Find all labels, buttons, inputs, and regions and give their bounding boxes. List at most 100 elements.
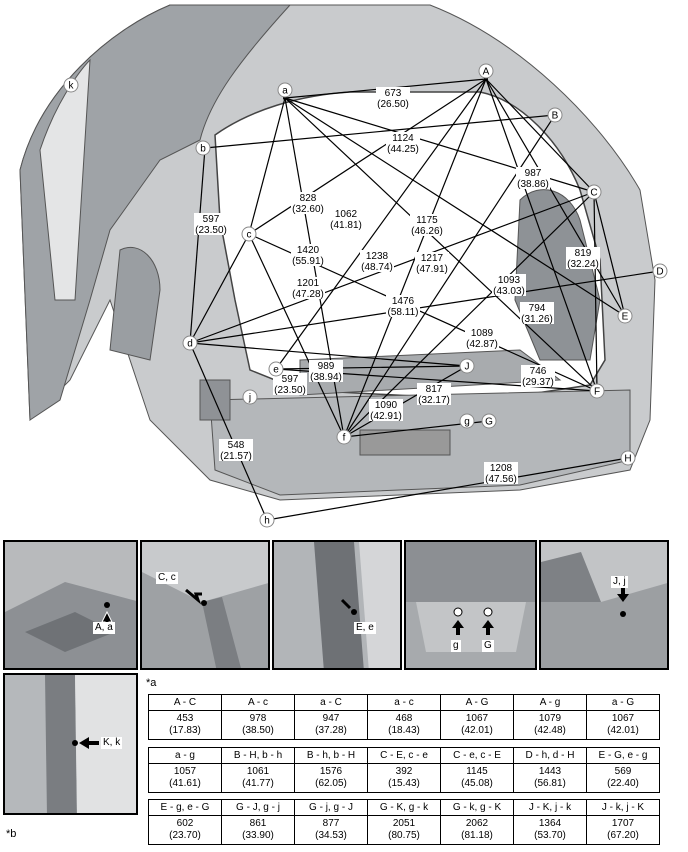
table-value: 861(33.90)	[221, 815, 295, 845]
table-value: 392(15.43)	[367, 763, 441, 793]
dimension-mm: 1089	[471, 328, 494, 339]
svg-text:k: k	[69, 81, 75, 92]
value-in: (81.18)	[461, 830, 493, 841]
table-value: 468(18.43)	[367, 710, 441, 740]
dimension-in: (21.57)	[220, 451, 252, 462]
dimension-mm: 989	[318, 361, 335, 372]
dimension-in: (26.50)	[377, 99, 409, 110]
dimension-line	[266, 457, 629, 521]
table-header: B - h, b - H	[294, 747, 368, 764]
detail-C-c: C, c	[140, 540, 270, 670]
detail-label: A, a	[93, 622, 115, 634]
point-label-B: B	[547, 107, 563, 123]
dimension-label: 1089(42.87)	[465, 327, 499, 350]
dimension-label: 1217(47.91)	[415, 252, 449, 275]
table-value: 1067(42.01)	[440, 710, 514, 740]
value-mm: 2051	[392, 818, 416, 829]
value-in: (41.77)	[242, 778, 274, 789]
table-header: C - E, c - e	[367, 747, 441, 764]
table-value: 1067(42.01)	[586, 710, 660, 740]
table-header: E - G, e - g	[586, 747, 660, 764]
table-value: 453(17.83)	[148, 710, 222, 740]
dimension-label: 1476(58.11)	[386, 295, 420, 318]
value-mm: 602	[176, 818, 194, 829]
point-label-C: C	[586, 184, 602, 200]
point-label-f: f	[336, 429, 352, 445]
dimension-in: (58.11)	[388, 307, 419, 318]
point-label-H: H	[620, 450, 636, 466]
svg-text:C: C	[590, 188, 597, 199]
value-mm: 453	[176, 713, 194, 724]
value-in: (42.01)	[607, 725, 639, 736]
dimension-in: (44.25)	[387, 144, 419, 155]
dimension-label: 987(38.86)	[516, 167, 550, 190]
detail-label: E, e	[354, 622, 376, 634]
dimension-line	[593, 191, 626, 317]
dimension-in: (38.86)	[517, 179, 549, 190]
dimension-mm: 1208	[490, 463, 513, 474]
value-mm: 1067	[611, 713, 635, 724]
detail-g-G: g G	[404, 540, 537, 670]
dimension-mm: 1090	[375, 400, 398, 411]
dimension-line	[485, 78, 595, 193]
dimension-mm: 673	[385, 88, 402, 99]
value-mm: 1364	[538, 818, 562, 829]
dimension-line	[189, 342, 268, 521]
value-in: (42.48)	[534, 725, 566, 736]
svg-text:e: e	[273, 365, 279, 376]
value-mm: 1057	[173, 766, 197, 777]
measurement-lines	[189, 78, 661, 521]
dimension-in: (23.50)	[195, 225, 227, 236]
point-label-E: E	[617, 308, 633, 324]
point-label-D: D	[652, 263, 668, 279]
svg-text:D: D	[656, 267, 663, 278]
table-header: J - K, j - k	[513, 799, 587, 816]
dimension-mm: 1238	[366, 251, 389, 262]
value-in: (42.01)	[461, 725, 493, 736]
table-header: G - K, g - k	[367, 799, 441, 816]
table-header: a - g	[148, 747, 222, 764]
dimension-in: (48.74)	[361, 262, 393, 273]
table-header: D - h, d - H	[513, 747, 587, 764]
dimension-label: 1175(46.26)	[410, 214, 444, 237]
table-header: G - j, g - J	[294, 799, 368, 816]
dimension-in: (46.26)	[411, 226, 443, 237]
value-in: (56.81)	[534, 778, 566, 789]
dimension-label: 1093(43.03)	[492, 274, 526, 297]
svg-text:h: h	[264, 516, 270, 527]
dimension-in: (32.60)	[292, 204, 324, 215]
detail-A-a: A, a	[3, 540, 138, 670]
value-in: (62.05)	[315, 778, 347, 789]
value-in: (22.40)	[607, 778, 639, 789]
dimension-mm: 1201	[297, 278, 320, 289]
table-header: A - G	[440, 694, 514, 711]
value-mm: 1067	[465, 713, 489, 724]
table-header: a - G	[586, 694, 660, 711]
dimension-line	[248, 233, 345, 438]
dimension-line	[189, 147, 206, 344]
table-header: G - J, g - j	[221, 799, 295, 816]
svg-text:g: g	[464, 417, 470, 428]
dimension-in: (23.50)	[274, 385, 306, 396]
table-value: 2051(80.75)	[367, 815, 441, 845]
dimension-mm: 597	[282, 374, 299, 385]
dimension-in: (42.91)	[370, 411, 402, 422]
table-value: 1707(67.20)	[586, 815, 660, 845]
svg-text:G: G	[485, 417, 493, 428]
table-header: A - c	[221, 694, 295, 711]
dimension-label: 1201(47.28)	[291, 277, 325, 300]
value-mm: 978	[249, 713, 267, 724]
dimension-mm: 817	[426, 384, 443, 395]
value-mm: 392	[395, 766, 413, 777]
point-label-k: k	[63, 77, 79, 93]
value-mm: 2062	[465, 818, 489, 829]
value-in: (37.28)	[315, 725, 347, 736]
table-header: J - k, j - K	[586, 799, 660, 816]
svg-text:E: E	[622, 312, 629, 323]
point-label-j: j	[242, 389, 258, 405]
table-label: *a	[146, 677, 157, 689]
svg-text:F: F	[594, 387, 600, 398]
